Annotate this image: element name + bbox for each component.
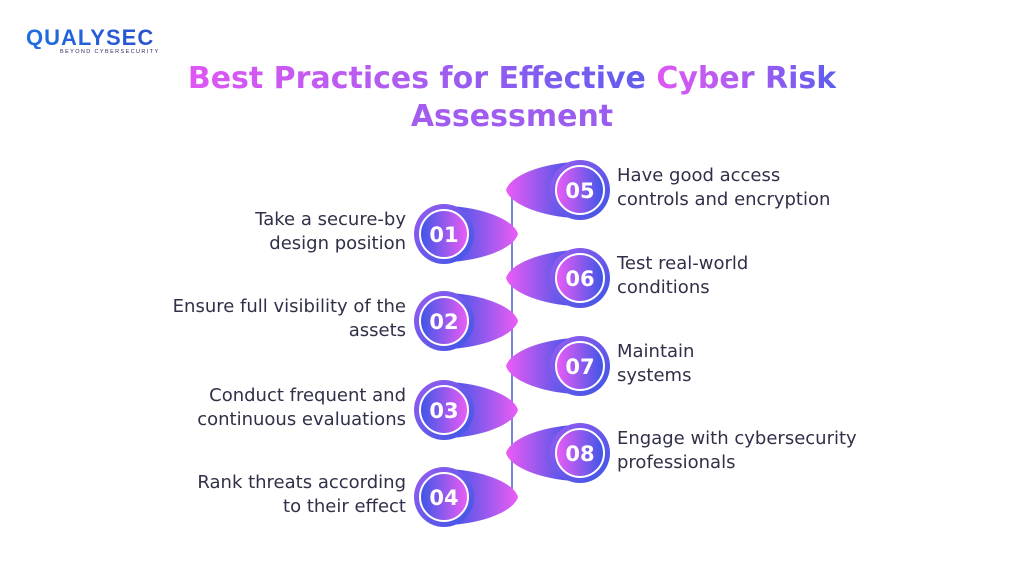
brand-logo: QUALYSEC BEYOND CYBERSECURITY bbox=[26, 27, 160, 56]
step-number: 08 bbox=[565, 442, 594, 466]
step-marker-03: 03 bbox=[414, 380, 518, 440]
step-label-line: professionals bbox=[617, 452, 736, 473]
step-label-line: Maintain bbox=[617, 341, 695, 362]
step-label-08: Engage with cybersecurity professionals bbox=[617, 427, 947, 475]
step-label-06: Test real-world conditions bbox=[617, 252, 947, 300]
step-label-line: conditions bbox=[617, 277, 710, 298]
title-line-1: Best Practices for Effective Cyber Risk bbox=[0, 60, 1024, 98]
step-badge bbox=[419, 209, 469, 259]
page-title: Best Practices for Effective Cyber Risk … bbox=[0, 60, 1024, 136]
step-markers: 01 02 03 04 05 06 07 08 bbox=[414, 160, 610, 527]
step-marker-04: 04 bbox=[414, 467, 518, 527]
step-label-line: Engage with cybersecurity bbox=[617, 428, 857, 449]
step-number: 02 bbox=[429, 310, 458, 334]
step-number: 04 bbox=[429, 486, 458, 510]
step-label-02: Ensure full visibility of the assets bbox=[76, 295, 406, 343]
step-label-line: Rank threats according bbox=[197, 472, 406, 493]
step-label-line: to their effect bbox=[283, 496, 406, 517]
step-label-line: Test real-world bbox=[617, 253, 749, 274]
title-part-1: Best Practices for Effective bbox=[187, 61, 657, 96]
step-label-07: Maintain systems bbox=[617, 340, 947, 388]
step-badge bbox=[419, 296, 469, 346]
step-badge bbox=[419, 385, 469, 435]
step-label-01: Take a secure-by design position bbox=[76, 208, 406, 256]
step-marker-08: 08 bbox=[506, 423, 610, 483]
step-marker-01: 01 bbox=[414, 204, 518, 264]
step-number: 07 bbox=[565, 355, 594, 379]
step-badge bbox=[419, 472, 469, 522]
brand-name: QUALYSEC bbox=[26, 27, 160, 49]
step-label-line: systems bbox=[617, 365, 692, 386]
step-label-line: design position bbox=[269, 233, 406, 254]
step-number: 05 bbox=[565, 179, 594, 203]
step-number: 03 bbox=[429, 399, 458, 423]
step-number: 06 bbox=[565, 267, 594, 291]
step-marker-02: 02 bbox=[414, 291, 518, 351]
step-marker-07: 07 bbox=[506, 336, 610, 396]
step-label-line: controls and encryption bbox=[617, 189, 831, 210]
step-marker-06: 06 bbox=[506, 248, 610, 308]
step-badge bbox=[555, 253, 605, 303]
step-label-line: assets bbox=[348, 320, 406, 341]
step-label-line: Ensure full visibility of the bbox=[172, 296, 406, 317]
step-badge bbox=[555, 428, 605, 478]
step-number: 01 bbox=[429, 223, 458, 247]
step-badge bbox=[555, 165, 605, 215]
title-part-2: Cyber Risk bbox=[656, 61, 837, 96]
title-line-2: Assessment bbox=[0, 98, 1024, 136]
brand-tagline: BEYOND CYBERSECURITY bbox=[60, 49, 160, 55]
step-badge bbox=[555, 341, 605, 391]
step-label-04: Rank threats according to their effect bbox=[76, 471, 406, 519]
step-label-line: continuous evaluations bbox=[197, 409, 406, 430]
step-label-line: Have good access bbox=[617, 165, 781, 186]
step-label-05: Have good access controls and encryption bbox=[617, 164, 947, 212]
step-label-line: Take a secure-by bbox=[255, 209, 406, 230]
step-label-03: Conduct frequent and continuous evaluatio… bbox=[76, 384, 406, 432]
step-label-line: Conduct frequent and bbox=[209, 385, 406, 406]
step-marker-05: 05 bbox=[506, 160, 610, 220]
